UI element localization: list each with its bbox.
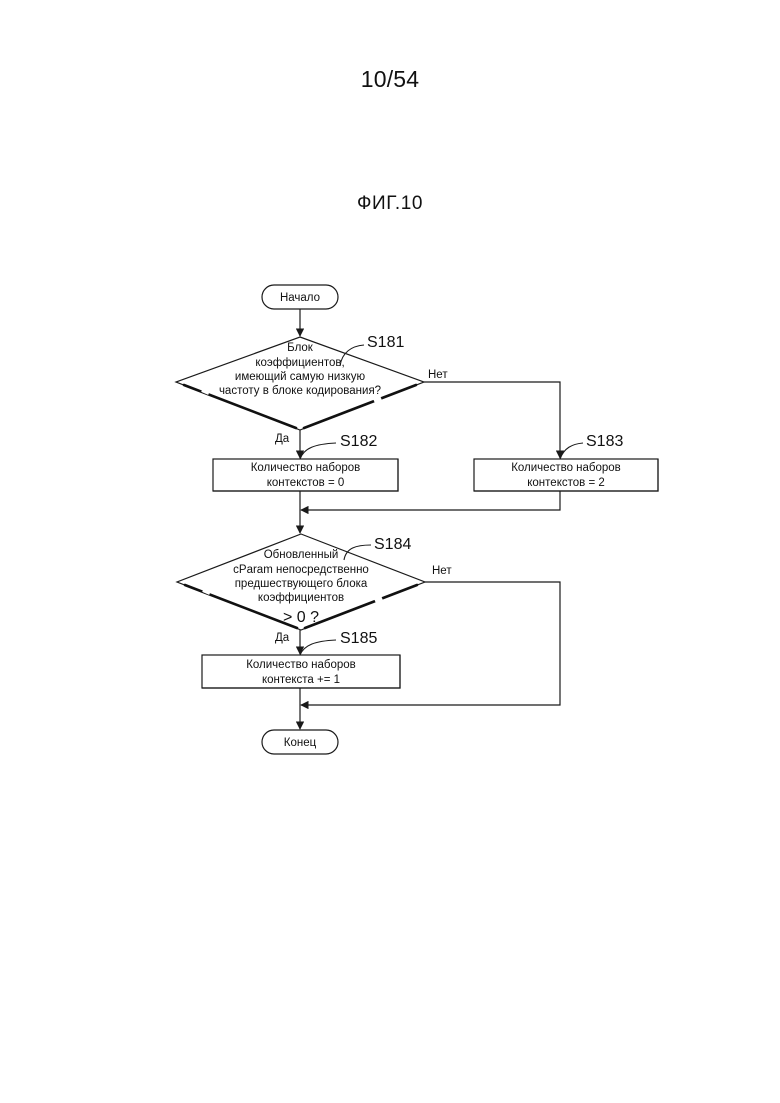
s184-text-line: предшествующего блока [235,578,368,590]
node-s181: Блок коэффициентов, имеющий самую низкую ча… [176,334,424,430]
s185-step-leader [300,640,336,655]
node-s182: Количество наборов контекстов = 0 S182 [213,433,398,491]
s181-step-number: S181 [367,334,404,351]
s184-text-line: cParam непосредственно [233,564,369,576]
s183-step-number: S183 [586,433,623,450]
s182-text-line: Количество наборов [251,462,361,474]
s182-text-line: контекстов = 0 [267,477,345,489]
s181-outline-gap [374,398,381,401]
s185-text-line: Количество наборов [246,659,356,671]
flow-nodes: НачалоБлок коэффициентов, имеющий самую ни… [176,285,658,754]
start-label: Начало [280,292,320,304]
s184-outline-gap [375,598,382,601]
s184-text-line: коэффициентов [258,592,344,604]
s181-text-line: коэффициентов, [255,357,344,369]
node-start: Начало [262,285,338,309]
end-label: Конец [284,737,317,749]
s184-step-number: S184 [374,536,411,553]
node-end: Конец [262,730,338,754]
s184-text-line: > 0 ? [283,609,319,626]
s185-step-number: S185 [340,630,377,647]
s185-text-line: контекста += 1 [262,674,340,686]
s181-outline-gap [202,390,209,393]
s184-text-line: Обновленный [264,549,339,561]
s181-text-line: имеющий самую низкую [235,371,366,383]
s184-outline-gap [203,590,210,593]
s183-step-leader [560,443,583,459]
branch-label-s184-to-s185: Да [275,632,290,644]
branch-label-s181-to-s183: Нет [428,369,448,381]
branch-label-s184-to-end: Нет [432,565,452,577]
node-s184: Обновленный cParam непосредственно предшес… [177,534,425,630]
s183-text-line: Количество наборов [511,462,621,474]
branch-label-s181-to-s182: Да [275,433,290,445]
connector-s183-to-s184 [301,491,560,510]
s182-step-number: S182 [340,433,377,450]
node-s183: Количество наборов контекстов = 2 S183 [474,433,658,491]
connector-s181-to-s183 [424,382,560,458]
s181-text-line: частоту в блоке кодирования? [219,385,381,397]
s181-text-line: Блок [287,342,314,354]
node-s185: Количество наборов контекста += 1 S185 [202,630,400,688]
s182-step-leader [300,443,336,459]
s183-text-line: контекстов = 2 [527,477,605,489]
